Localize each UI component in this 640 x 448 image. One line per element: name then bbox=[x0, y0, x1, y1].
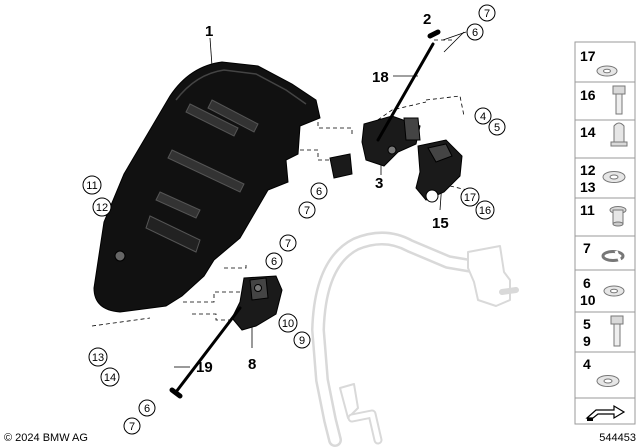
callout-circle-9: 9 bbox=[293, 331, 311, 349]
callout-circle-14: 14 bbox=[100, 367, 120, 387]
svg-text:11: 11 bbox=[86, 180, 97, 192]
svg-text:10: 10 bbox=[282, 318, 294, 330]
heat-shield-part bbox=[93, 61, 321, 313]
svg-text:5: 5 bbox=[494, 122, 500, 134]
svg-text:13: 13 bbox=[580, 179, 596, 195]
callout-circle-6b: 6 bbox=[310, 182, 328, 200]
svg-text:6: 6 bbox=[316, 186, 322, 198]
svg-text:17: 17 bbox=[464, 192, 476, 204]
diagram-number: 544453 bbox=[599, 432, 636, 444]
callout-2: 2 bbox=[423, 11, 431, 28]
legend-row-11: 11 bbox=[580, 202, 627, 227]
washer-icon bbox=[596, 375, 620, 387]
svg-text:6: 6 bbox=[144, 403, 150, 415]
legend-row-7: 7 bbox=[583, 240, 625, 262]
svg-text:7: 7 bbox=[304, 205, 310, 217]
legend-row-12-13: 12 13 bbox=[580, 162, 626, 195]
diagram-arrow-icon bbox=[574, 397, 636, 425]
callout-19: 19 bbox=[196, 359, 213, 376]
svg-text:4: 4 bbox=[583, 356, 591, 372]
washer-icon bbox=[596, 65, 618, 77]
callout-circle-13: 13 bbox=[88, 347, 108, 367]
callout-circle-12: 12 bbox=[92, 197, 112, 217]
svg-text:16: 16 bbox=[479, 205, 491, 217]
callout-1: 1 bbox=[205, 23, 213, 40]
pin-icon bbox=[610, 122, 628, 147]
svg-text:13: 13 bbox=[92, 352, 104, 364]
callout-circle-7a: 7 bbox=[478, 4, 496, 22]
legend-row-4: 4 bbox=[583, 356, 620, 387]
callout-circle-7b: 7 bbox=[298, 201, 316, 219]
svg-text:6: 6 bbox=[583, 275, 591, 291]
svg-text:7: 7 bbox=[285, 238, 291, 250]
small-parts-legend: 17 16 14 12 13 bbox=[574, 41, 636, 425]
svg-text:12: 12 bbox=[580, 162, 596, 178]
svg-text:7: 7 bbox=[484, 8, 490, 20]
svg-text:12: 12 bbox=[96, 202, 108, 214]
svg-text:9: 9 bbox=[583, 333, 591, 349]
hex-bolt-icon bbox=[612, 85, 626, 115]
part-labels: 1 2 3 8 15 18 19 bbox=[196, 11, 449, 376]
washer-icon bbox=[602, 171, 626, 183]
svg-text:14: 14 bbox=[104, 372, 116, 384]
hex-bolt-icon bbox=[610, 315, 624, 347]
split-ring-icon bbox=[601, 250, 625, 262]
circled-labels: 7 6 4 5 6 7 17 16 11 12 7 6 10 9 13 14 6… bbox=[82, 4, 506, 435]
rivet-nut-icon bbox=[609, 206, 627, 227]
lower-bracket-part bbox=[231, 275, 283, 331]
callout-circle-10: 10 bbox=[278, 313, 298, 333]
callout-3: 3 bbox=[375, 175, 383, 192]
callout-circle-4: 4 bbox=[474, 107, 492, 125]
callout-18: 18 bbox=[372, 69, 389, 86]
svg-text:6: 6 bbox=[271, 256, 277, 268]
svg-text:17: 17 bbox=[580, 48, 596, 64]
svg-text:5: 5 bbox=[583, 316, 591, 332]
angle-bracket-part bbox=[415, 139, 463, 203]
upper-bracket-part bbox=[329, 115, 421, 179]
callout-circle-6a: 6 bbox=[466, 23, 484, 41]
callout-circle-16: 16 bbox=[475, 200, 495, 220]
callout-15: 15 bbox=[432, 215, 449, 232]
svg-text:10: 10 bbox=[580, 292, 596, 308]
svg-text:14: 14 bbox=[580, 124, 596, 140]
copyright-text: © 2024 BMW AG bbox=[4, 432, 88, 444]
legend-row-14: 14 bbox=[580, 122, 628, 147]
callout-circle-7c: 7 bbox=[279, 234, 297, 252]
legend-row-6-10: 6 10 bbox=[580, 275, 625, 308]
callout-8: 8 bbox=[248, 356, 256, 373]
legend-row-16: 16 bbox=[580, 85, 626, 115]
callout-circle-11: 11 bbox=[82, 175, 102, 195]
callout-circle-6c: 6 bbox=[265, 252, 283, 270]
callout-circle-5: 5 bbox=[488, 118, 506, 136]
callout-circle-6d: 6 bbox=[138, 399, 156, 417]
legend-row-5-9: 5 9 bbox=[583, 315, 624, 349]
callout-circle-7d: 7 bbox=[123, 417, 141, 435]
svg-text:7: 7 bbox=[583, 240, 591, 256]
washer-icon bbox=[603, 285, 625, 297]
callout-circle-17: 17 bbox=[460, 187, 480, 207]
svg-text:16: 16 bbox=[580, 87, 596, 103]
rod-parts bbox=[169, 29, 441, 399]
svg-text:7: 7 bbox=[129, 421, 135, 433]
legend-row-17: 17 bbox=[580, 48, 618, 77]
svg-text:11: 11 bbox=[580, 202, 595, 218]
frame-ghost bbox=[311, 231, 519, 447]
svg-text:4: 4 bbox=[480, 111, 486, 123]
svg-text:6: 6 bbox=[472, 27, 478, 39]
svg-text:9: 9 bbox=[299, 335, 305, 347]
